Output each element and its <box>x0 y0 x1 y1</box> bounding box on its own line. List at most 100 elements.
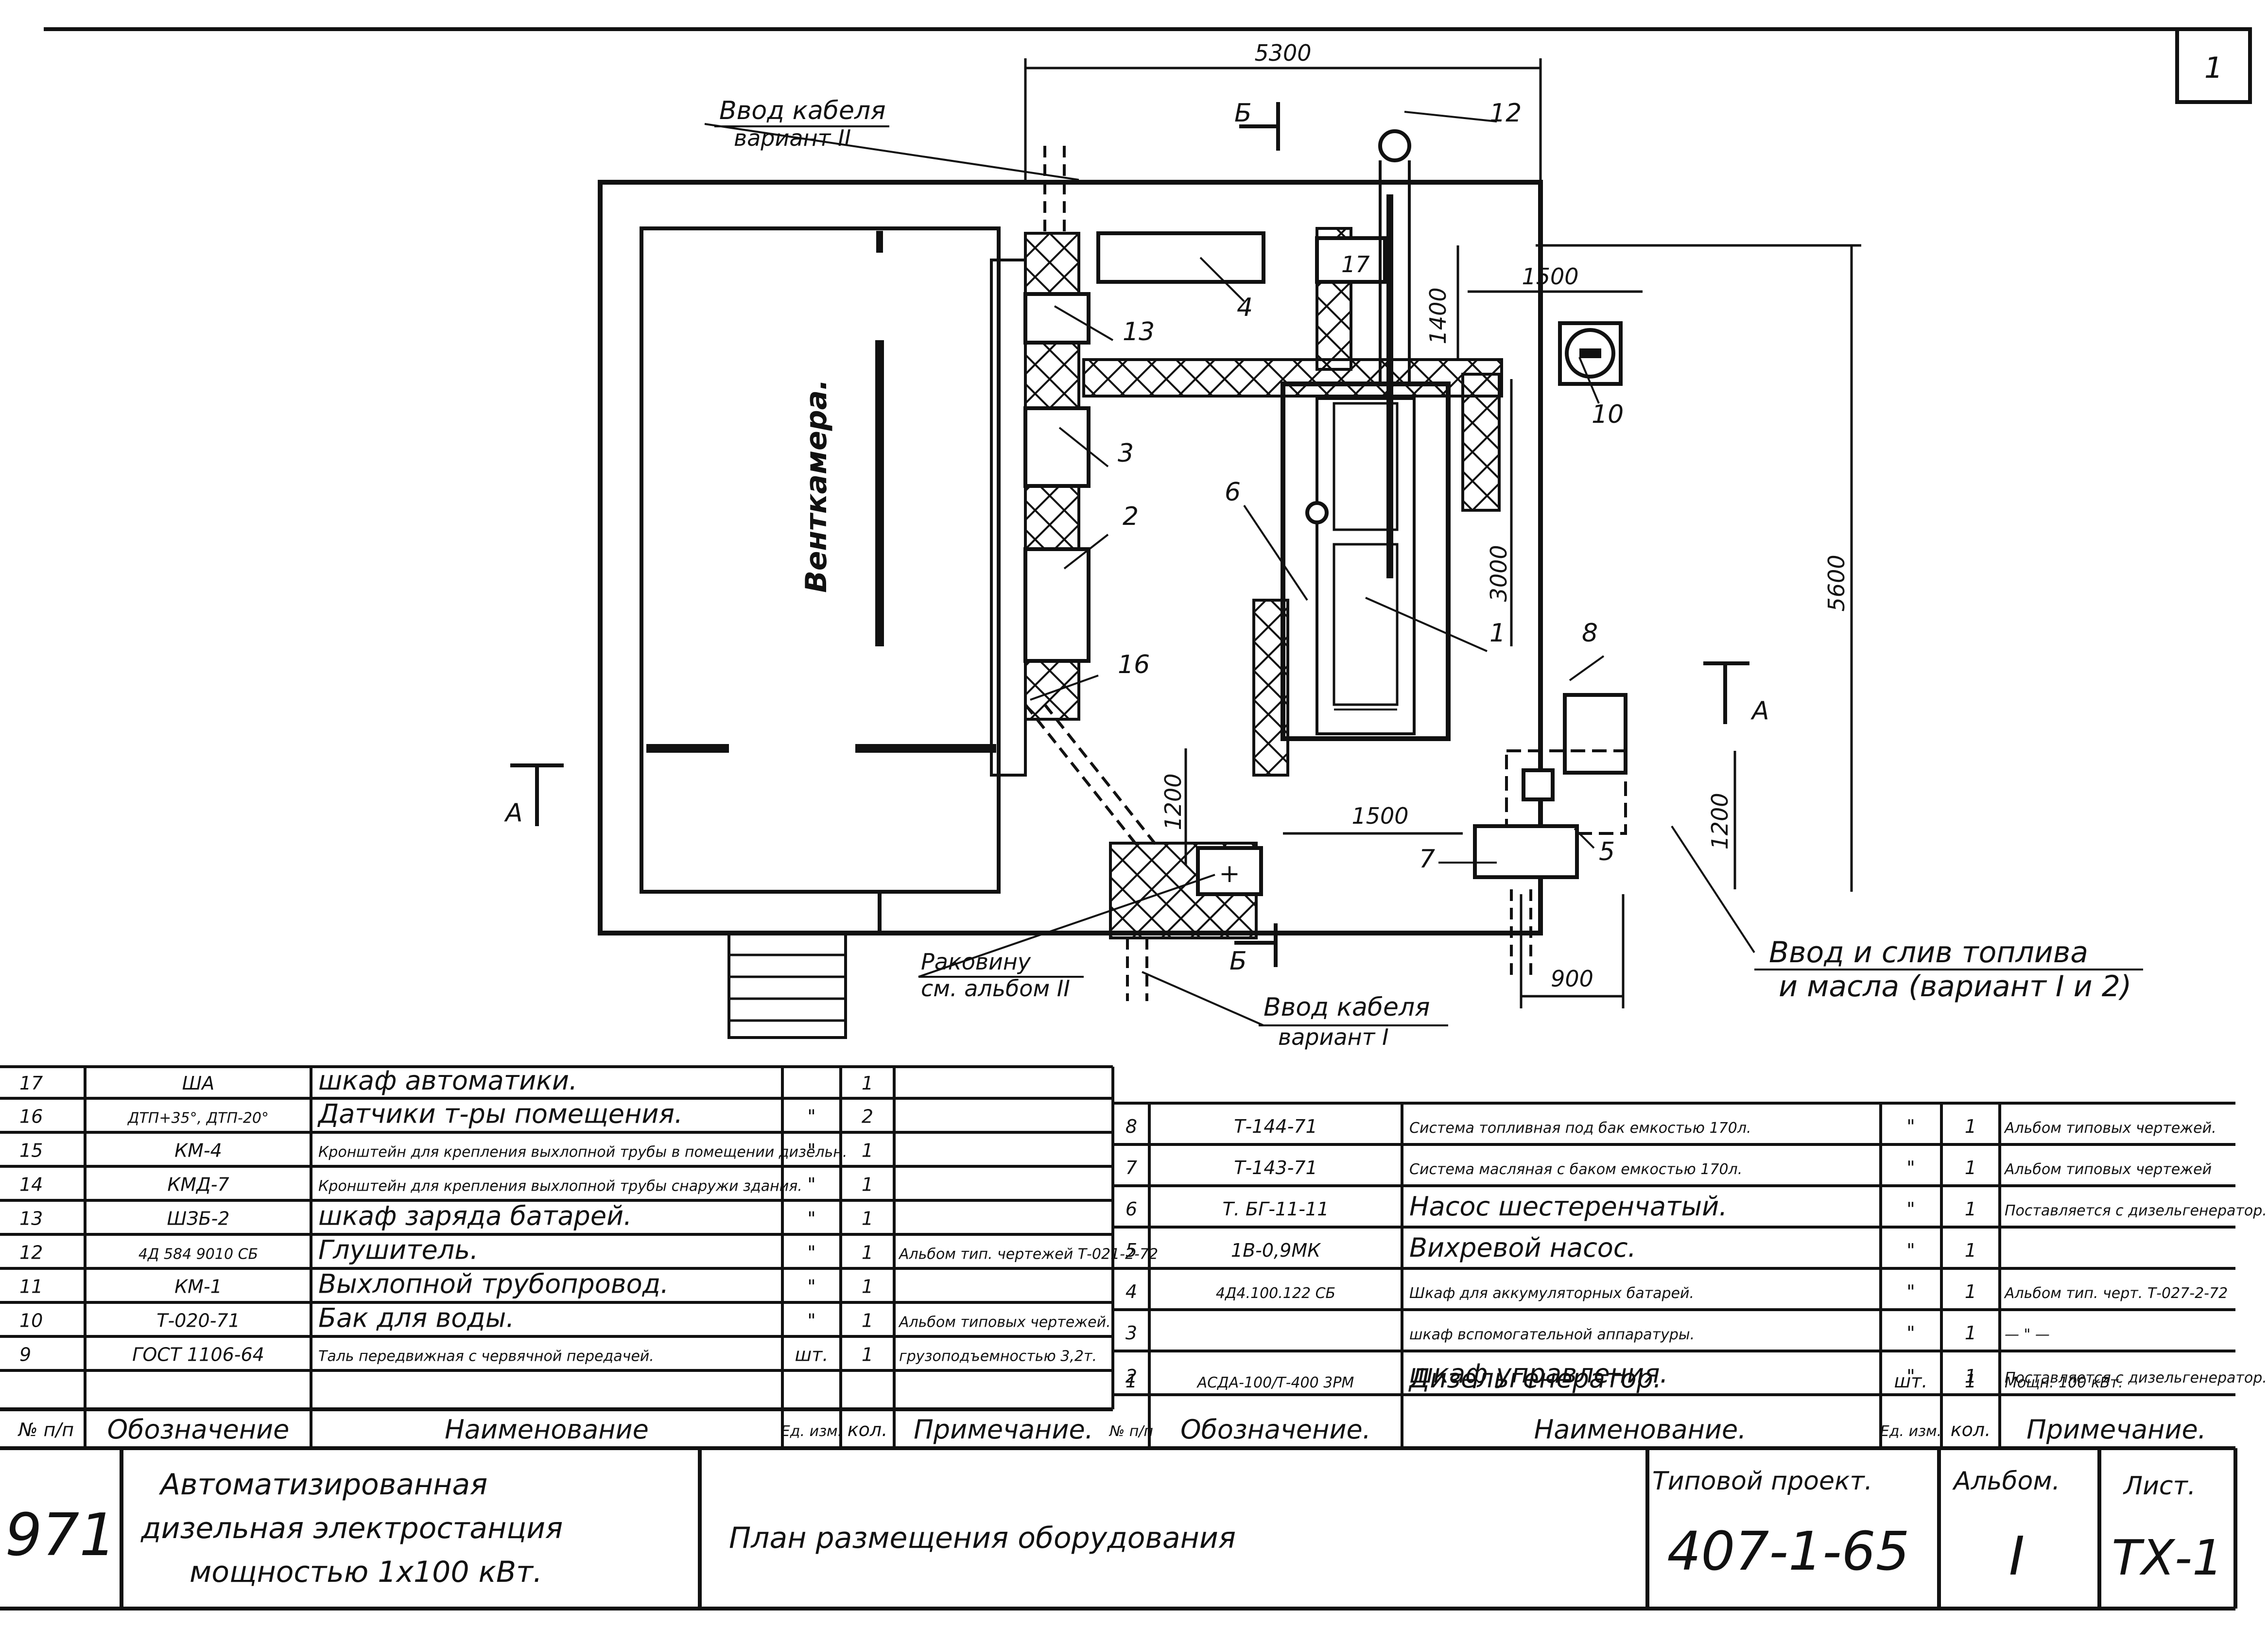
spec-left-row-qty: 1 <box>862 1344 873 1365</box>
spec-left-row-unit: " <box>807 1310 815 1331</box>
spec-right-row-qty: 1 <box>1965 1240 1976 1261</box>
spec-left-header-unit: Ед. изм. <box>781 1423 842 1440</box>
spec-left-row-name: Таль передвижная с червячной передачей. <box>318 1348 654 1365</box>
spec-right-row-name: шкаф вспомогательной аппаратуры. <box>1409 1326 1695 1343</box>
spec-right-row-qty: 1 <box>1965 1370 1976 1392</box>
spec-right-row-qty: 1 <box>1965 1366 1976 1387</box>
spec-left-row-qty: 1 <box>862 1140 873 1161</box>
project-value: 407-1-65 <box>1667 1520 1909 1582</box>
spec-right-row-name: Вихревой насос. <box>1409 1232 1636 1263</box>
svg-text:+: + <box>1219 859 1240 888</box>
spec-left-row-name: Бак для воды. <box>318 1302 514 1333</box>
note-fuel-line2: и масла (вариант I и 2) <box>1779 970 2131 1004</box>
callout-12: 12 <box>1489 99 1522 128</box>
note-cable-v1-line2: вариант I <box>1278 1024 1389 1050</box>
spec-left-row-unit: " <box>807 1106 815 1127</box>
section-mark-a-left: А <box>504 798 523 828</box>
spec-right-row-note: Альбом типовых чертежей <box>2004 1161 2212 1178</box>
spec-left-row-num: 9 <box>19 1344 31 1365</box>
album-value: I <box>2009 1525 2025 1587</box>
spec-left-row-num: 15 <box>19 1140 43 1161</box>
spec-right-header-code: Обозначение. <box>1180 1414 1371 1445</box>
spec-left-header-qty: кол. <box>848 1419 888 1440</box>
spec-left-row-qty: 1 <box>862 1073 873 1094</box>
spec-left-row-code: 4Д 584 9010 СБ <box>139 1246 258 1263</box>
spec-right-row-note: — " — <box>2005 1326 2050 1343</box>
sheet-label: Лист. <box>2123 1472 2196 1501</box>
battery-cabinet-4 <box>1096 231 1265 284</box>
spec-right-row-code: АСДА-100/Т-400 3РМ <box>1196 1374 1354 1391</box>
diesel-generator-1 <box>1281 129 1451 741</box>
section-marks <box>510 102 1749 967</box>
spec-right-row-code: Т. БГ-11-11 <box>1223 1198 1329 1220</box>
spec-right-row-unit: " <box>1906 1322 1915 1344</box>
vent-chamber <box>640 226 1001 894</box>
spec-left-row-name: Датчики т-ры помещения. <box>317 1098 683 1129</box>
spec-right-row-qty: 1 <box>1965 1198 1976 1220</box>
project-label: Типовой проект. <box>1652 1467 1872 1496</box>
sheet-value: ТХ-1 <box>2112 1529 2223 1586</box>
callout-16: 16 <box>1118 650 1150 679</box>
spec-left-row-num: 10 <box>19 1310 43 1331</box>
spec-right-row-name: Система масляная с баком емкостью 170л. <box>1409 1161 1742 1178</box>
charge-cabinet-13 <box>1023 292 1091 345</box>
spec-left-row-num: 16 <box>19 1106 43 1127</box>
object-line1: Автоматизированная <box>158 1468 487 1502</box>
spec-left-row-note: Альбом типовых чертежей. <box>898 1314 1111 1331</box>
drawing-title: План размещения оборудования <box>729 1521 1236 1555</box>
specification-right <box>1113 1102 2235 1448</box>
fuel-system-8 <box>1563 693 1627 775</box>
spec-left-row-qty: 1 <box>862 1310 873 1331</box>
note-sink-line2: см. альбом II <box>921 975 1070 1002</box>
spec-right-row-unit: " <box>1906 1116 1915 1137</box>
dim-1500-bottom: 1500 <box>1351 803 1408 829</box>
dim-3000: 3000 <box>1486 545 1512 602</box>
spec-right-row-num: 3 <box>1125 1322 1137 1344</box>
corner-mark: 1 <box>2204 51 2223 85</box>
spec-left-row-name: Выхлопной трубопровод. <box>318 1268 669 1299</box>
note-sink-line1: Раковину <box>921 949 1031 975</box>
spec-right-row-code: Т-144-71 <box>1234 1116 1317 1137</box>
spec-right-row-num: 2 <box>1125 1366 1137 1387</box>
spec-left-header-code: Обозначение <box>107 1414 290 1445</box>
sheet-code: 971 <box>5 1502 116 1569</box>
spec-left-row-name: Кронштейн для крепления выхлопной трубы … <box>318 1143 847 1160</box>
spec-right-row-num: 4 <box>1125 1281 1137 1302</box>
spec-left-row-code: КМ-1 <box>174 1276 222 1297</box>
spec-right-row-num: 1 <box>1125 1370 1137 1392</box>
spec-right-row-name: Насос шестеренчатый. <box>1409 1191 1727 1222</box>
spec-left-row-num: 14 <box>19 1174 43 1195</box>
spec-right-header-name: Наименование. <box>1534 1414 1747 1445</box>
spec-left-row-qty: 1 <box>862 1242 873 1263</box>
spec-right-header-qty: кол. <box>1951 1419 1991 1440</box>
spec-left-row-qty: 1 <box>862 1174 873 1195</box>
spec-right-row-qty: 1 <box>1965 1281 1976 1302</box>
callout-17: 17 <box>1341 251 1370 277</box>
spec-right-row-code: Т-143-71 <box>1234 1157 1317 1178</box>
spec-left-row-name: шкаф автоматики. <box>318 1065 577 1096</box>
callout-6: 6 <box>1225 478 1241 507</box>
spec-right-row-name: Шкаф для аккумуляторных батарей. <box>1409 1285 1694 1302</box>
callout-10: 10 <box>1592 400 1624 429</box>
album-label: Альбом. <box>1952 1467 2060 1496</box>
building-outline <box>598 180 1543 935</box>
spec-right-row-num: 7 <box>1125 1157 1137 1178</box>
note-cable-v1-line1: Ввод кабеля <box>1264 993 1430 1022</box>
spec-left-row-name: Глушитель. <box>318 1234 478 1265</box>
entrance-steps <box>727 932 847 1039</box>
spec-right-row-num: 5 <box>1125 1240 1137 1261</box>
spec-left-row-qty: 1 <box>862 1276 873 1297</box>
note-cable-v2-line1: Ввод кабеля <box>719 96 885 125</box>
spec-left-row-code: КМД-7 <box>167 1174 229 1195</box>
spec-right-row-note: Мощн. 100 кВт. <box>2005 1374 2123 1391</box>
spec-right-row-qty: 1 <box>1965 1322 1976 1344</box>
spec-left-row-unit: " <box>807 1276 815 1297</box>
spec-left-row-code: ШЗБ-2 <box>167 1208 230 1229</box>
spec-left-header-num: № п/п <box>17 1419 74 1440</box>
spec-left-row-num: 17 <box>19 1073 43 1094</box>
specification-left <box>0 1065 2235 1450</box>
spec-left-row-note: грузоподъемностью 3,2т. <box>899 1348 1097 1365</box>
